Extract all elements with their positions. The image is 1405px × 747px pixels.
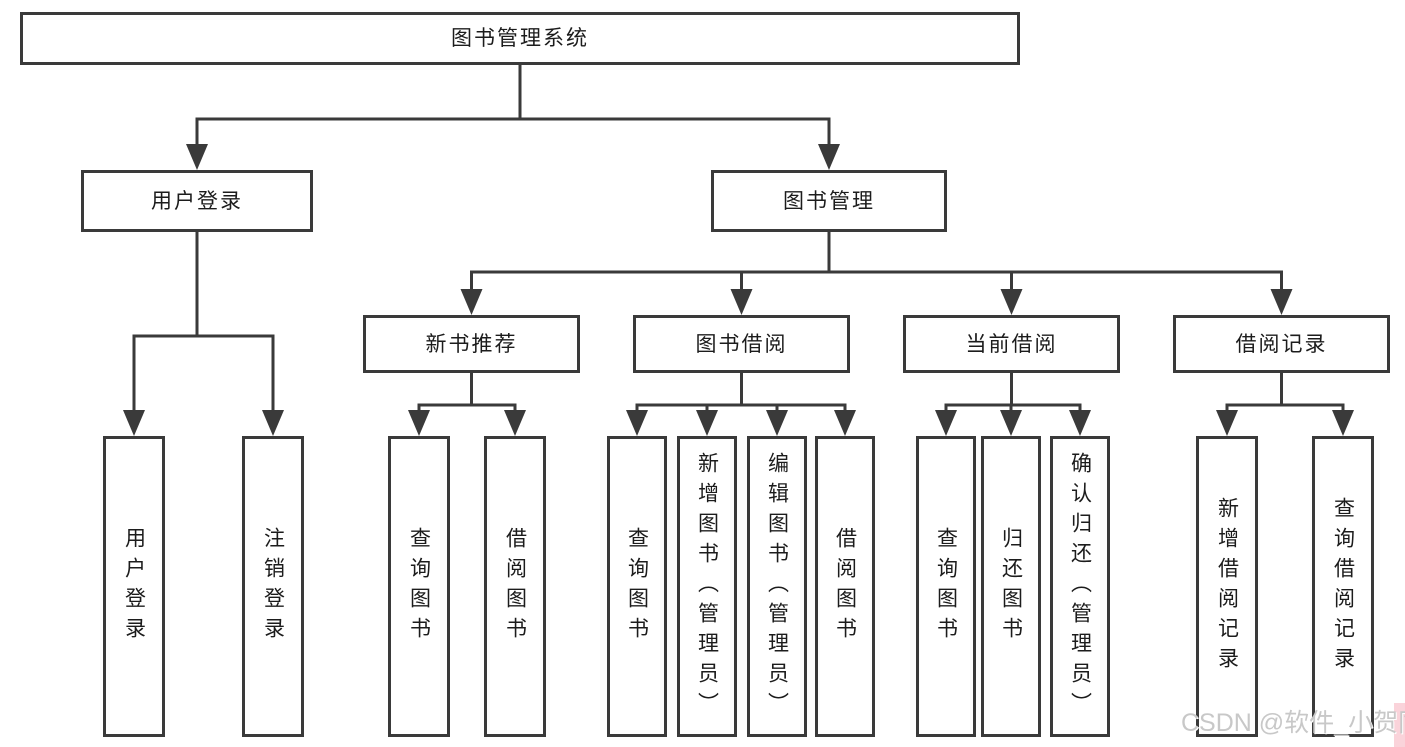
arrowhead-icon bbox=[408, 410, 430, 436]
arrowhead-icon bbox=[504, 410, 526, 436]
arrowhead-icon bbox=[1216, 410, 1238, 436]
watermark-pink-tint bbox=[1394, 703, 1405, 747]
arrowhead-icon bbox=[1000, 410, 1022, 436]
node-edit-books-admin: 编辑图书（管理员） bbox=[747, 436, 807, 737]
node-return-books: 归还图书 bbox=[981, 436, 1041, 737]
node-label: 查询图书 bbox=[407, 526, 431, 647]
node-confirm-return-admin: 确认归还（管理员） bbox=[1050, 436, 1110, 737]
node-label: 编辑图书（管理员） bbox=[765, 451, 789, 722]
arrowhead-icon bbox=[730, 289, 753, 315]
arrowhead-icon bbox=[834, 410, 856, 436]
node-label: 注销登录 bbox=[261, 526, 285, 647]
node-label: 查询借阅记录 bbox=[1331, 496, 1355, 677]
node-query-books-current: 查询图书 bbox=[916, 436, 976, 737]
arrowhead-icon bbox=[1069, 410, 1091, 436]
node-label: 确认归还（管理员） bbox=[1068, 451, 1092, 722]
node-label: 借阅图书 bbox=[503, 526, 527, 647]
node-logout-leaf: 注销登录 bbox=[242, 436, 304, 737]
arrowhead-icon bbox=[818, 144, 840, 170]
node-new-book-recommend: 新书推荐 bbox=[363, 315, 580, 373]
arrowhead-icon bbox=[1000, 289, 1023, 315]
arrowhead-icon bbox=[935, 410, 957, 436]
node-query-books-borrow: 查询图书 bbox=[607, 436, 667, 737]
node-label: 查询图书 bbox=[934, 526, 958, 647]
arrowhead-icon bbox=[766, 410, 788, 436]
node-borrowing-records: 借阅记录 bbox=[1173, 315, 1390, 373]
node-label: 用户登录 bbox=[151, 189, 243, 213]
node-current-borrowing: 当前借阅 bbox=[903, 315, 1120, 373]
watermark-text: CSDN @软件_小贺同 bbox=[1181, 709, 1405, 737]
node-library-system: 图书管理系统 bbox=[20, 12, 1020, 65]
arrowhead-icon bbox=[186, 144, 208, 170]
csdn-watermark: CSDN @软件_小贺同学 bbox=[1181, 708, 1405, 738]
node-borrow-books-leaf: 借阅图书 bbox=[815, 436, 875, 737]
node-label: 归还图书 bbox=[999, 526, 1023, 647]
arrowhead-icon bbox=[696, 410, 718, 436]
node-label: 查询图书 bbox=[625, 526, 649, 647]
node-add-borrow-record: 新增借阅记录 bbox=[1196, 436, 1258, 737]
node-user-login-leaf: 用户登录 bbox=[103, 436, 165, 737]
node-book-management: 图书管理 bbox=[711, 170, 947, 232]
node-label: 图书管理 bbox=[783, 189, 875, 213]
arrowhead-icon bbox=[626, 410, 648, 436]
node-add-books-admin: 新增图书（管理员） bbox=[677, 436, 737, 737]
arrowhead-icon bbox=[1332, 410, 1354, 436]
node-label: 图书借阅 bbox=[695, 332, 788, 356]
node-book-borrowing: 图书借阅 bbox=[633, 315, 850, 373]
node-label: 新增借阅记录 bbox=[1215, 496, 1239, 677]
node-borrow-books-recommend: 借阅图书 bbox=[484, 436, 546, 737]
arrowhead-icon bbox=[1270, 289, 1293, 315]
arrowhead-icon bbox=[460, 289, 483, 315]
node-label: 新书推荐 bbox=[425, 332, 518, 356]
node-label: 借阅图书 bbox=[833, 526, 857, 647]
node-label: 新增图书（管理员） bbox=[695, 451, 719, 722]
node-label: 图书管理系统 bbox=[451, 27, 589, 50]
node-query-books-recommend: 查询图书 bbox=[388, 436, 450, 737]
node-user-login: 用户登录 bbox=[81, 170, 313, 232]
node-label: 用户登录 bbox=[122, 526, 146, 647]
node-label: 借阅记录 bbox=[1235, 332, 1328, 356]
arrowhead-icon bbox=[123, 410, 145, 436]
arrowhead-icon bbox=[262, 410, 284, 436]
node-label: 当前借阅 bbox=[965, 332, 1058, 356]
node-query-borrow-record: 查询借阅记录 bbox=[1312, 436, 1374, 737]
